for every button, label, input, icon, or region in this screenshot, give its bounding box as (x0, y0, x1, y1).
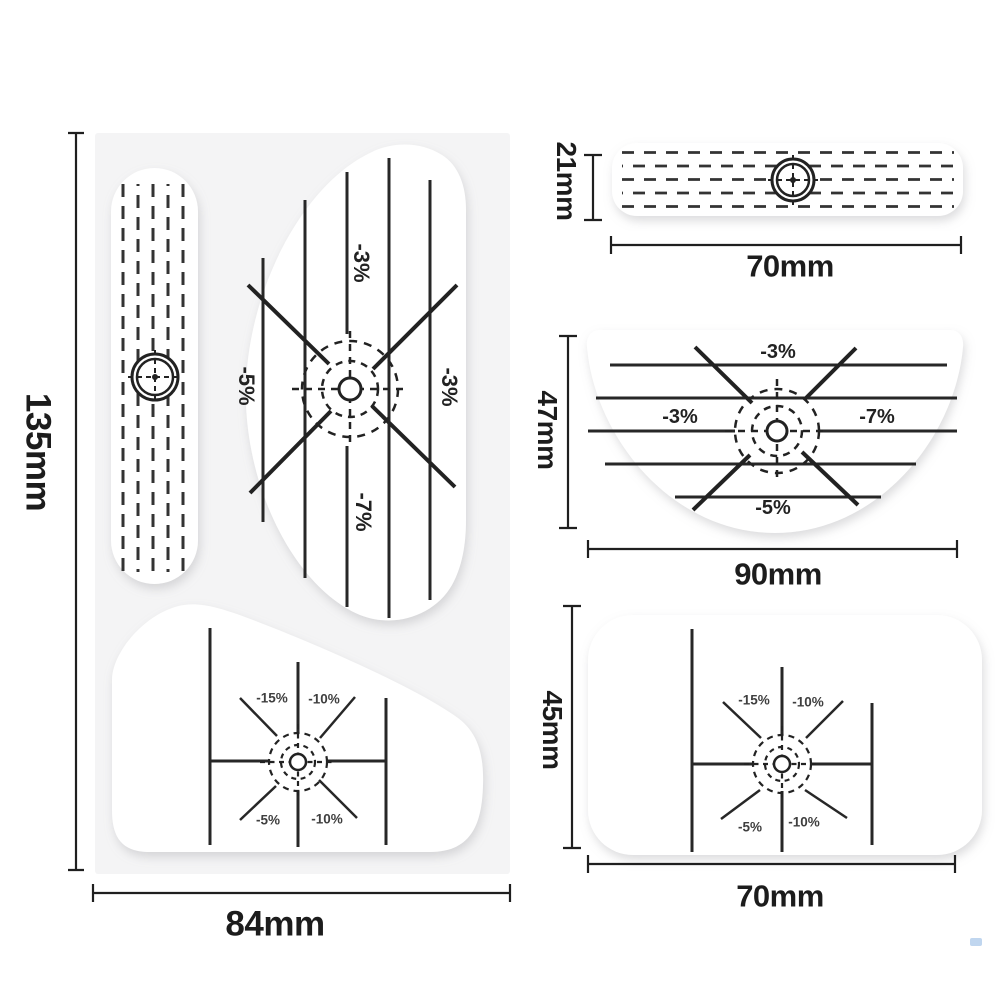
star-slope-top-right-label: -10% (792, 694, 824, 710)
piece-fan-semicircle (586, 330, 964, 533)
crosshair-target-icon (292, 331, 408, 447)
crosshair-target-icon (725, 379, 829, 483)
strip-width-label: 70mm (746, 248, 834, 284)
piece-star-blob (112, 604, 484, 852)
crosshair-target-icon (744, 726, 820, 802)
star-slope-bottom-left-label: -5% (737, 819, 763, 835)
crosshair-target-icon (768, 155, 818, 205)
egg-slope-bottom-label: -7% (351, 492, 376, 532)
blob-slope-bottom-left-label: -5% (255, 812, 281, 828)
dim-line-sheet-width (91, 884, 512, 902)
crosshair-target-icon (128, 350, 182, 404)
crosshair-target-icon (260, 724, 336, 800)
fan-slope-right-label: -7% (859, 406, 895, 428)
dim-line-strip-height (584, 153, 602, 222)
sticker-sheet (95, 133, 510, 874)
blob-slope-top-right-label: -10% (308, 691, 340, 707)
dim-line-star-width (586, 855, 957, 873)
fan-slope-left-label: -3% (662, 406, 698, 428)
star-width-label: 70mm (736, 878, 824, 914)
sheet-width-label: 84mm (225, 904, 325, 944)
blob-slope-top-left-label: -15% (256, 690, 288, 706)
dim-line-star-height (563, 604, 581, 850)
dim-line-strip-width (609, 236, 963, 254)
egg-slope-top-label: -3% (349, 243, 374, 283)
fan-slope-top-label: -3% (760, 341, 796, 363)
piece-star-rect (588, 615, 982, 855)
sheet-height-label: 135mm (18, 392, 58, 512)
dim-line-fan-height (559, 334, 577, 530)
star-slope-bottom-right-label: -10% (788, 814, 820, 830)
fan-width-label: 90mm (734, 556, 822, 592)
star-slope-top-left-label: -15% (738, 692, 770, 708)
dim-line-fan-width (586, 540, 959, 558)
fan-height-label: 47mm (532, 390, 563, 470)
piece-dashed-strip-vertical (111, 168, 198, 584)
piece-fan-egg (245, 144, 466, 621)
watermark-artifact (970, 938, 982, 946)
egg-slope-left-label: -5% (234, 366, 259, 406)
strip-height-label: 21mm (551, 141, 582, 221)
fan-slope-bottom-label: -5% (755, 497, 791, 519)
egg-slope-right-label: -3% (437, 367, 462, 407)
dim-line-sheet-height (68, 131, 84, 872)
blob-slope-bottom-right-label: -10% (311, 811, 343, 827)
piece-dashed-strip-horizontal (612, 143, 963, 216)
dimension-lines (68, 131, 963, 902)
star-height-label: 45mm (537, 690, 568, 770)
